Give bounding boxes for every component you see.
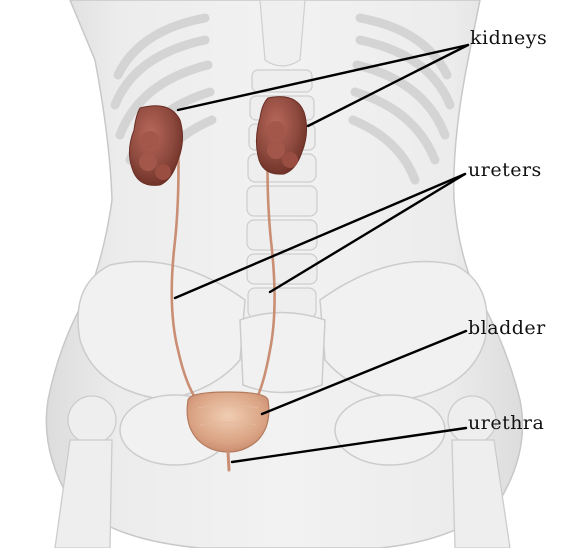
label-kidneys: kidneys [470, 29, 547, 48]
label-bladder: bladder [468, 319, 546, 338]
label-urethra: urethra [468, 414, 544, 433]
sternum [260, 0, 305, 66]
label-ureters: ureters [468, 161, 542, 180]
urethra [228, 452, 229, 470]
